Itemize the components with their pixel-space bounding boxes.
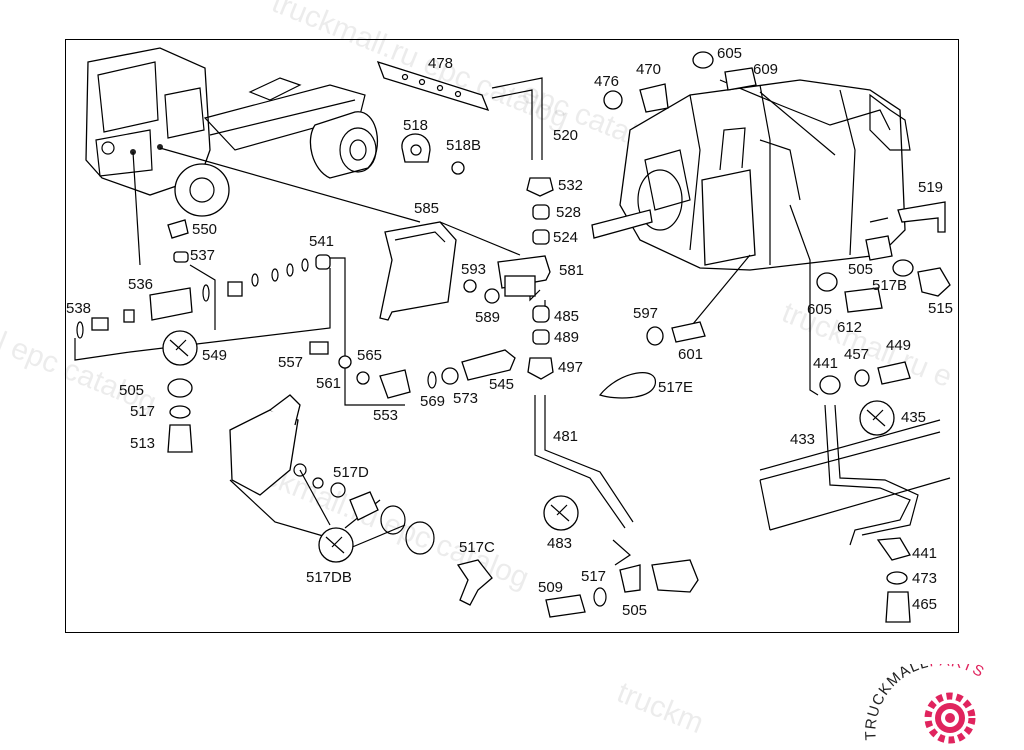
part-label: 478 [428,55,453,72]
wrench-icons [162,330,895,563]
part-label: 519 [918,179,943,196]
wrench-icon [162,330,198,366]
part-label: 470 [636,61,661,78]
part-labels: 478 470 476 605 609 518 518B 520 532 528… [66,45,953,619]
part-label: 441 [813,355,838,372]
logo-text-primary: TRUCKMALL [862,664,930,741]
part-label: 589 [475,309,500,326]
part-label: 485 [554,308,579,325]
part-label: 441 [912,545,937,562]
part-label: 505 [848,261,873,278]
gear-icon [924,692,976,744]
parts [76,51,951,623]
part-label: 449 [886,337,911,354]
logo-text-accent: PARTS [928,664,987,681]
part-label: 557 [278,354,303,371]
part-label: 517E [658,379,693,396]
part-label: 593 [461,261,486,278]
part-label: 532 [558,177,583,194]
part-label: 481 [553,428,578,445]
part-label: 573 [453,390,478,407]
part-label: 513 [130,435,155,452]
part-label: 517 [581,568,606,585]
part-label: 545 [489,376,514,393]
part-label: 565 [357,347,382,364]
part-label: 597 [633,305,658,322]
part-label: 517DB [306,569,352,586]
part-label: 537 [190,247,215,264]
wrench-icon [859,400,895,436]
part-label: 520 [553,127,578,144]
part-label: 483 [547,535,572,552]
truck-drawing [85,47,379,217]
part-label: 538 [66,300,91,317]
part-label: 549 [202,347,227,364]
part-label: 433 [790,431,815,448]
part-label: 465 [912,596,937,613]
part-label: 505 [119,382,144,399]
part-label: 601 [678,346,703,363]
part-label: 541 [309,233,334,250]
part-label: 585 [414,200,439,217]
part-label: 517B [872,277,907,294]
watermark-text: truckm [612,676,708,740]
part-label: 517 [130,403,155,420]
part-label: 435 [901,409,926,426]
part-label: 457 [844,346,869,363]
part-label: 561 [316,375,341,392]
part-label: 517D [333,464,369,481]
part-label: 497 [558,359,583,376]
part-label: 528 [556,204,581,221]
part-label: 515 [928,300,953,317]
part-label: 581 [559,262,584,279]
part-label: 605 [807,301,832,318]
part-label: 605 [717,45,742,62]
wrench-icon [318,527,354,563]
part-label: 553 [373,407,398,424]
part-label: 612 [837,319,862,336]
part-label: 476 [594,73,619,90]
part-label: 518B [446,137,481,154]
part-label: 509 [538,579,563,596]
part-label: 524 [553,229,578,246]
diagram-frame [65,39,959,633]
wrench-icon [543,495,579,531]
part-label: 517C [459,539,495,556]
truckmall-logo: TRUCKMALLPARTS [862,664,987,744]
part-label: 473 [912,570,937,587]
part-label: 518 [403,117,428,134]
part-label: 569 [420,393,445,410]
watermark-text: truckmall.ru epc catalog [267,0,573,135]
part-label: 489 [554,329,579,346]
part-label: 536 [128,276,153,293]
part-label: 550 [192,221,217,238]
leader-lines [74,91,889,566]
part-label: 609 [753,61,778,78]
part-label: 505 [622,602,647,619]
transmission-drawing [591,79,911,271]
